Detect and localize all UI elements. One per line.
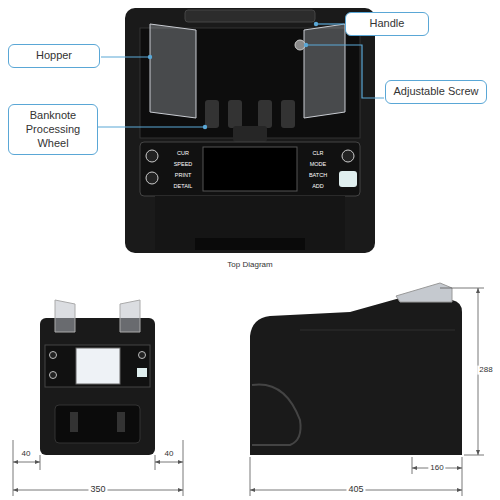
front-output-tray (55, 405, 140, 443)
lower-body (155, 196, 345, 250)
panel-button (139, 352, 146, 359)
arrowhead (178, 488, 183, 492)
dimension-arrowheads (13, 288, 480, 492)
processing-wheel (258, 100, 272, 128)
side-output-cavity (252, 384, 301, 445)
leader-dots (148, 22, 318, 129)
arrowhead (412, 466, 417, 470)
button-label: MODE (310, 161, 327, 167)
processing-wheel (205, 100, 219, 128)
callout-box: Adjustable Screw (385, 80, 487, 104)
view-caption: Top Diagram (227, 261, 272, 270)
leader-line (98, 126, 205, 127)
leader-line (316, 23, 344, 24)
front-wheel (70, 412, 78, 432)
leader-lines (98, 24, 384, 127)
dimension-value: 405 (346, 485, 365, 495)
button-label: PRINT (175, 172, 192, 178)
button-label: BATCH (309, 172, 327, 178)
adjustable-screw (295, 40, 305, 50)
side-seam (300, 330, 455, 331)
display-screen (203, 147, 297, 191)
callout-box: Handle (345, 12, 429, 36)
arrowhead (35, 460, 40, 464)
extension-line (412, 457, 413, 474)
hopper-guide-left (150, 24, 196, 118)
start-button (137, 368, 147, 377)
callout-label: Banknote Processing Wheel (15, 109, 91, 150)
extension-line (183, 440, 184, 496)
extension-line (464, 455, 484, 456)
arrowhead (155, 460, 160, 464)
dimension-value: 40 (22, 450, 31, 459)
extension-line (13, 440, 14, 496)
button-label: CUR (177, 150, 189, 156)
control-panel (140, 142, 360, 196)
extension-line (40, 455, 41, 470)
callout-label: Hopper (36, 49, 72, 63)
dimension-value: 40 (165, 450, 174, 459)
front-hopper-guide (55, 300, 75, 332)
extension-line (440, 288, 484, 289)
extension-line (155, 455, 156, 470)
dimension-value: 288 (477, 366, 494, 375)
arrowhead (457, 488, 462, 492)
output-slot (195, 238, 305, 250)
leader-line (101, 56, 150, 57)
feed-tab (233, 126, 267, 142)
processing-wheel (281, 100, 295, 128)
panel-button (50, 352, 57, 359)
panel-button (50, 372, 57, 379)
arrowhead (476, 288, 480, 293)
handle-bar (185, 10, 315, 22)
panel-button (146, 150, 158, 162)
front-hopper-guide (120, 300, 140, 332)
front-wheel (117, 412, 125, 432)
panel-button (146, 172, 158, 184)
leader-dot (203, 125, 207, 129)
leader-dot (304, 43, 308, 47)
leader-dot (148, 55, 152, 59)
callout-box: Banknote Processing Wheel (8, 104, 98, 155)
callout-label: Adjustable Screw (394, 85, 479, 99)
button-label: DETAIL (174, 183, 193, 189)
arrowhead (476, 450, 480, 455)
side-hopper-guide (396, 283, 452, 302)
leader-line (306, 45, 384, 98)
dimension-value: 350 (88, 485, 107, 495)
side-body (250, 298, 462, 455)
front-panel (45, 345, 150, 387)
front-screen (76, 348, 120, 384)
arrowhead (13, 460, 18, 464)
arrowhead (178, 460, 183, 464)
callout-label: Handle (370, 17, 405, 31)
button-label: CLR (312, 150, 323, 156)
front-body (40, 318, 155, 455)
button-label: SPEED (174, 161, 193, 167)
panel-button (342, 150, 354, 162)
arrowhead (457, 466, 462, 470)
leader-dot (314, 22, 318, 26)
dimension-value: 160 (428, 464, 445, 473)
dimension-lines (13, 288, 484, 496)
hopper-guide-right (304, 24, 345, 118)
arrowhead (13, 488, 18, 492)
button-label: ADD (312, 183, 324, 189)
callout-box: Hopper (8, 44, 100, 68)
processing-wheel (228, 100, 242, 128)
arrowhead (250, 488, 255, 492)
start-button (339, 171, 357, 187)
